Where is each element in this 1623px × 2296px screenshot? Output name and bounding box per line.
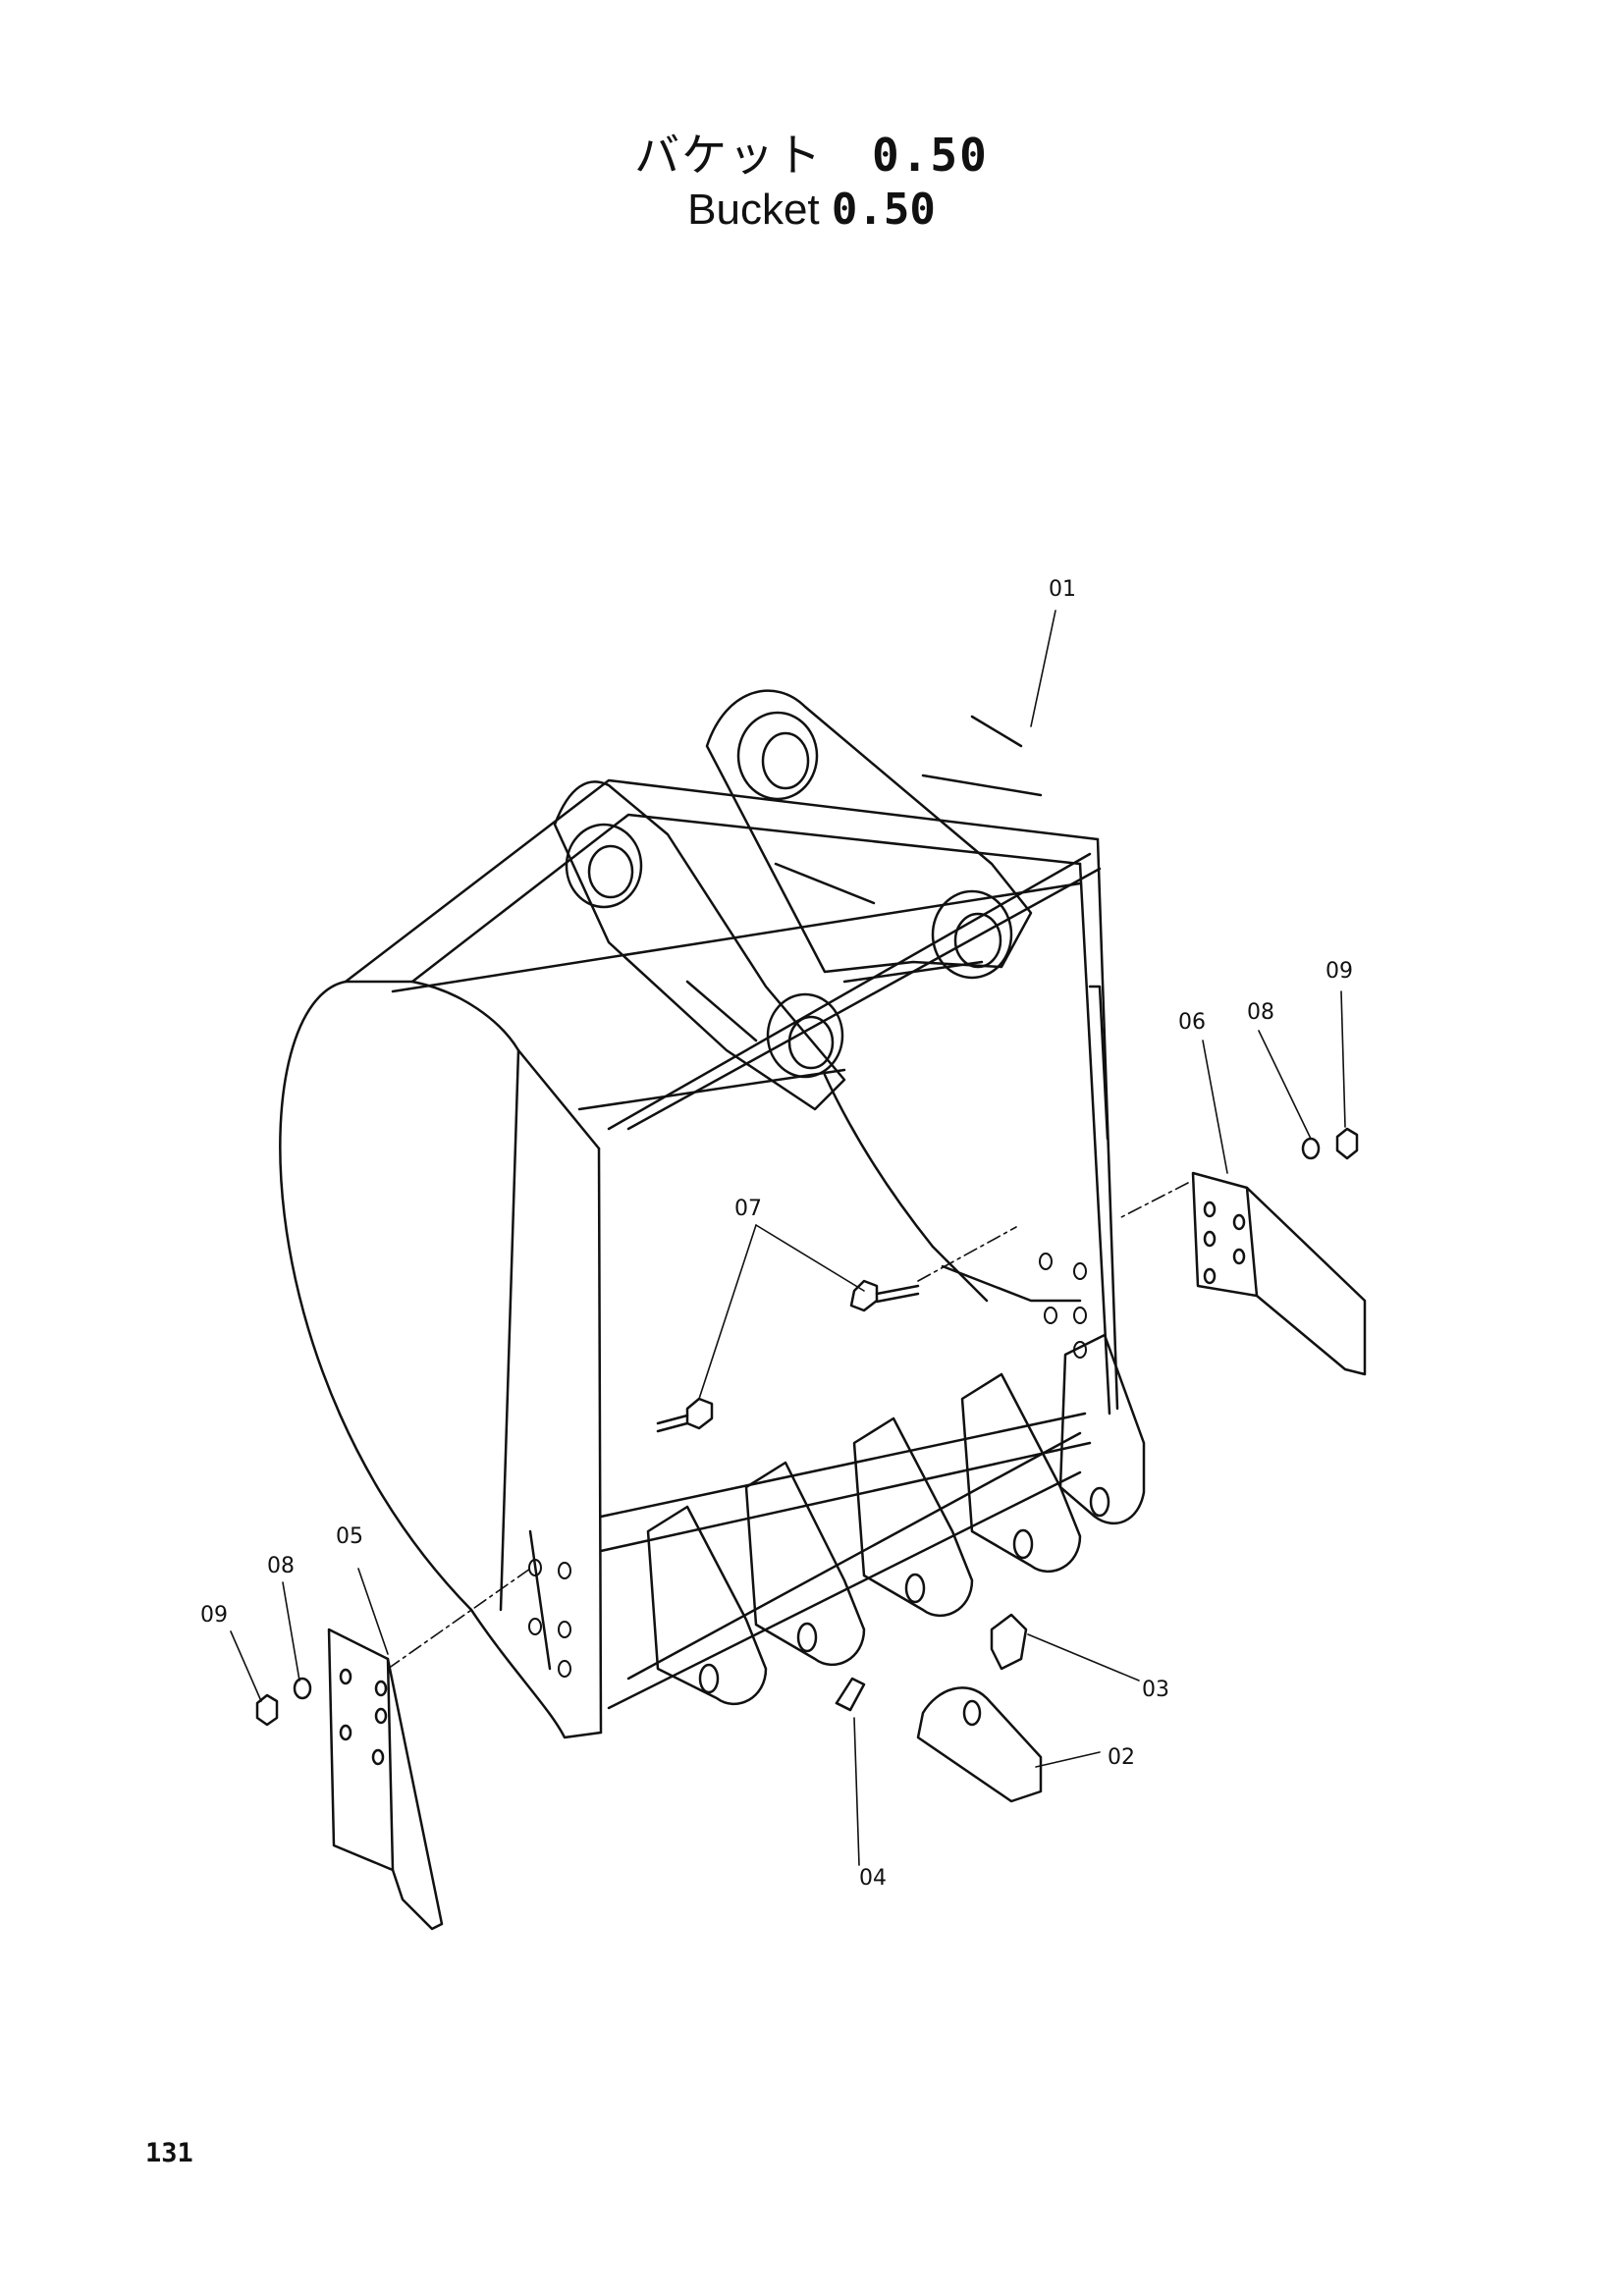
- part-07-bolts: [656, 1279, 920, 1433]
- callout-08-left: 08: [267, 1554, 295, 1578]
- part-03-lock: [990, 1613, 1028, 1671]
- callout-labels: 01 02 03 04 05 06 07 08 08 09 09: [200, 577, 1353, 1891]
- callout-01: 01: [1049, 577, 1076, 602]
- callout-05: 05: [336, 1524, 363, 1549]
- bucket-teeth: [646, 1333, 1146, 1706]
- page-title-japanese: バケット 0.50: [0, 120, 1623, 185]
- callout-02: 02: [1108, 1745, 1135, 1770]
- title-english-size: 0.50: [831, 185, 936, 235]
- callout-06: 06: [1178, 1010, 1206, 1035]
- callout-08-right: 08: [1247, 1000, 1274, 1025]
- page-number: 131: [145, 2138, 193, 2168]
- part-06-side-cutter-right: [1191, 1171, 1367, 1376]
- title-japanese-size: 0.50: [872, 129, 989, 182]
- page-title-english: Bucket 0.50: [0, 185, 1623, 235]
- callout-03: 03: [1142, 1678, 1169, 1702]
- callout-07: 07: [734, 1197, 762, 1221]
- part-04-pin: [835, 1677, 866, 1712]
- callout-09-right: 09: [1325, 959, 1353, 984]
- callout-09-left: 09: [200, 1603, 228, 1628]
- bucket-body: [279, 778, 1119, 1739]
- title-japanese-text: バケット: [634, 129, 824, 182]
- part-05-side-cutter-left: [327, 1628, 444, 1931]
- mounting-bracket: [553, 689, 1102, 1131]
- leader-lines: [230, 610, 1346, 1866]
- bucket-side-holes: [528, 1253, 1087, 1678]
- parts-08-09-washers-nuts: [255, 1127, 1359, 1727]
- part-02-tooth-point: [916, 1686, 1043, 1803]
- title-english-text: Bucket: [687, 186, 820, 234]
- callout-04: 04: [859, 1866, 887, 1891]
